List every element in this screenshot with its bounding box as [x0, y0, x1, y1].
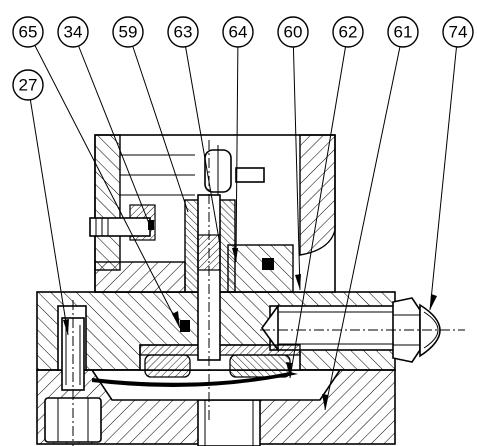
callout-label-61: 61: [394, 23, 413, 42]
fitting: [260, 297, 465, 363]
callout-64: 64: [222, 16, 254, 48]
callout-label-63: 63: [174, 23, 193, 42]
seals: [148, 220, 274, 332]
callout-61: 61: [387, 16, 419, 48]
callout-label-74: 74: [449, 23, 468, 42]
callout-59: 59: [112, 16, 144, 48]
cap-screw: [44, 300, 102, 446]
callout-62: 62: [332, 16, 364, 48]
callout-65: 65: [12, 16, 44, 48]
leader-lines: [27, 31, 459, 411]
callout-label-64: 64: [229, 23, 248, 42]
callout-60: 60: [277, 16, 309, 48]
callout-63: 63: [167, 16, 199, 48]
plunger-shaft: [197, 140, 221, 420]
callout-label-62: 62: [339, 23, 358, 42]
callout-label-59: 59: [119, 23, 138, 42]
callout-label-65: 65: [19, 23, 38, 42]
callout-label-34: 34: [64, 23, 83, 42]
callout-74: 74: [442, 16, 474, 48]
callout-label-60: 60: [284, 23, 303, 42]
callout-27: 27: [12, 69, 44, 101]
callout-label-27: 27: [19, 76, 38, 95]
callout-34: 34: [57, 16, 89, 48]
